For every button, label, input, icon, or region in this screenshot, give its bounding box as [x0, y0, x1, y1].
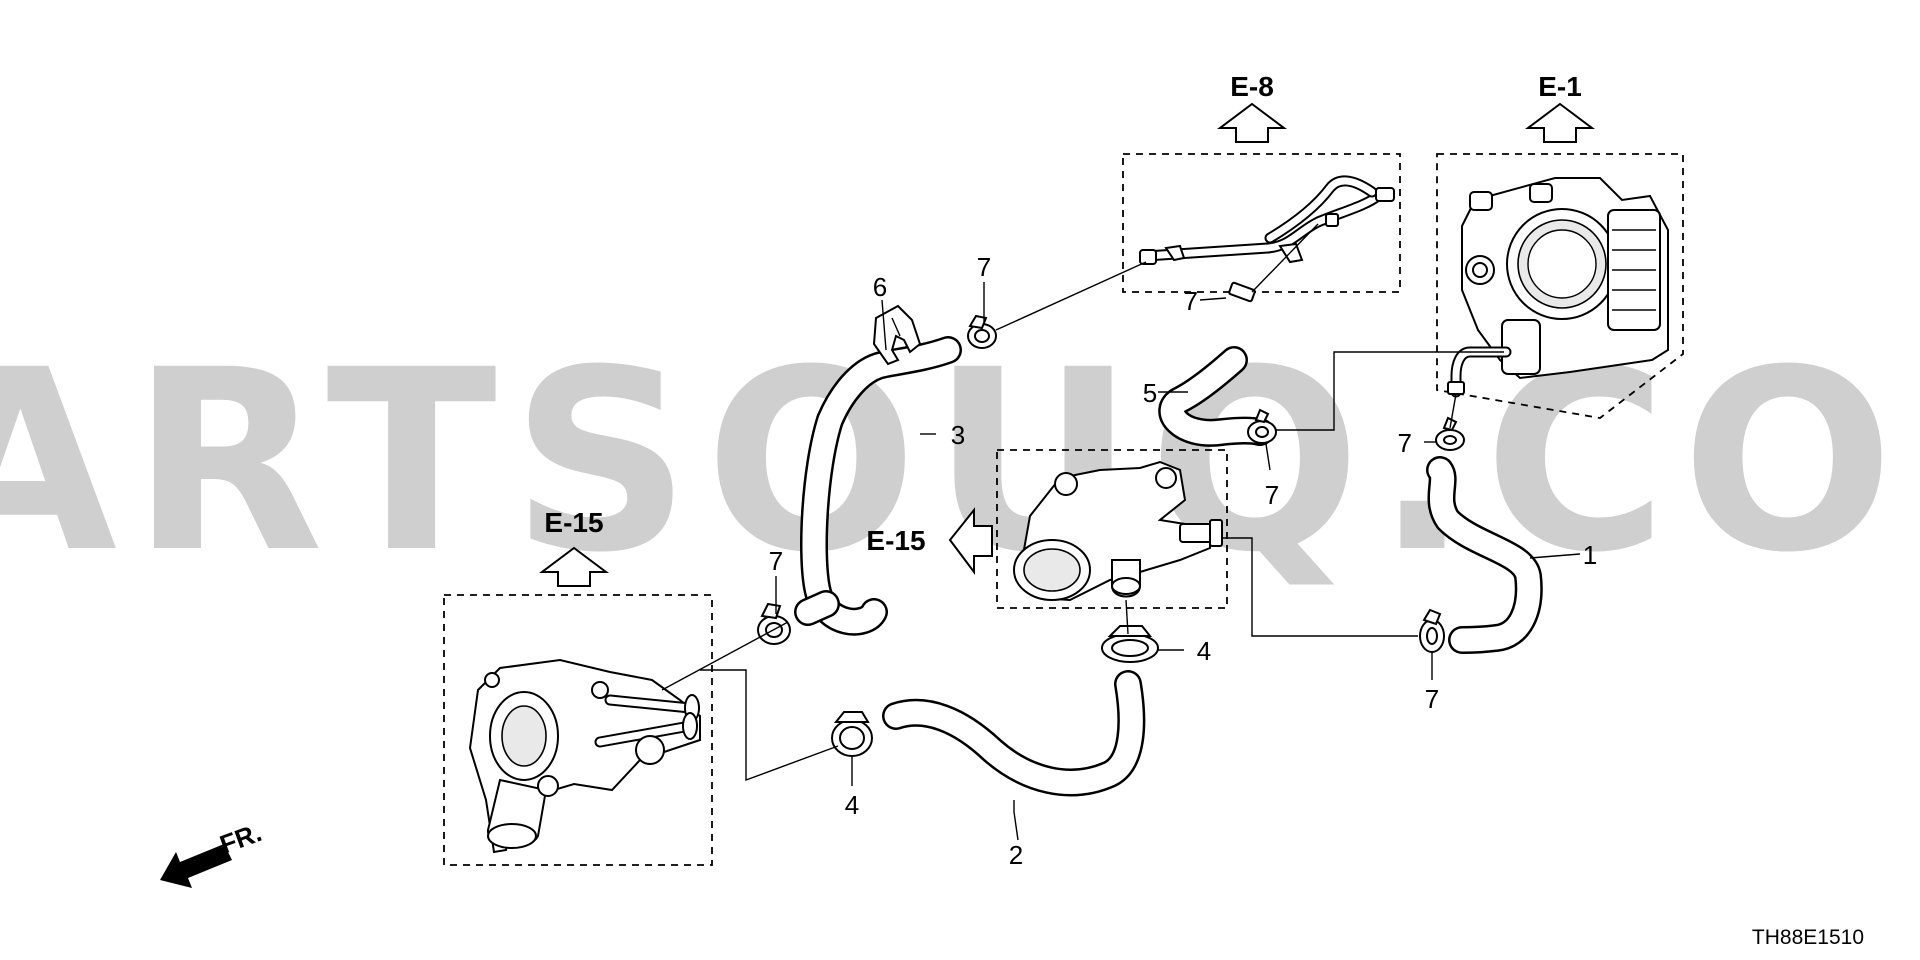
water-outlet — [1013, 460, 1223, 602]
callout-7-mid: 7 — [1184, 286, 1198, 316]
clamp-7-mid — [1228, 281, 1256, 303]
clamp-4-right — [1101, 625, 1159, 663]
front-direction-arrow: FR. — [160, 817, 265, 888]
arrow-left-e15-center — [948, 507, 993, 575]
ref-label-e15-left: E-15 — [544, 507, 603, 538]
clamp-7-center — [1247, 408, 1277, 444]
arrow-up-e15-left — [539, 546, 609, 587]
callout-7-top: 7 — [977, 252, 991, 282]
connection-lines — [661, 223, 1504, 782]
throttle-body — [1447, 177, 1669, 398]
callout-7-left: 7 — [769, 546, 783, 576]
ref-label-e1: E-1 — [1538, 71, 1582, 102]
clamp-7-top — [967, 314, 997, 349]
front-label: FR. — [216, 817, 266, 860]
callout-6: 6 — [873, 272, 887, 302]
arrow-up-e1 — [1525, 102, 1595, 143]
ref-box-e8 — [1122, 153, 1401, 293]
callout-2: 2 — [1009, 840, 1023, 870]
hose-6 — [794, 336, 962, 636]
diagram-code: TH88E1510 — [1752, 926, 1864, 949]
callout-5: 5 — [1143, 378, 1157, 408]
callout-7-center: 7 — [1265, 480, 1279, 510]
thermostat-housing — [468, 658, 701, 854]
leader-lines — [775, 282, 1581, 841]
ref-box-e15-center — [996, 449, 1228, 609]
arrow-up-e8 — [1217, 102, 1287, 143]
ref-label-e15-center: E-15 — [866, 525, 925, 556]
ref-box-e1 — [1436, 153, 1684, 419]
callout-3: 3 — [951, 420, 965, 450]
callout-7-bottom: 7 — [1425, 684, 1439, 714]
callout-4-left: 4 — [845, 790, 859, 820]
callout-7-right: 7 — [1398, 428, 1412, 458]
callout-1: 1 — [1583, 540, 1597, 570]
callout-4-right: 4 — [1197, 636, 1211, 666]
hose-5 — [1158, 346, 1274, 447]
hose-2 — [882, 670, 1146, 797]
ref-box-e15-left — [443, 594, 713, 866]
clamp-7-bottom — [1419, 608, 1445, 653]
hose-1 — [1426, 456, 1543, 654]
ref-label-e8: E-8 — [1230, 71, 1274, 102]
clamp-4-left — [831, 711, 873, 757]
